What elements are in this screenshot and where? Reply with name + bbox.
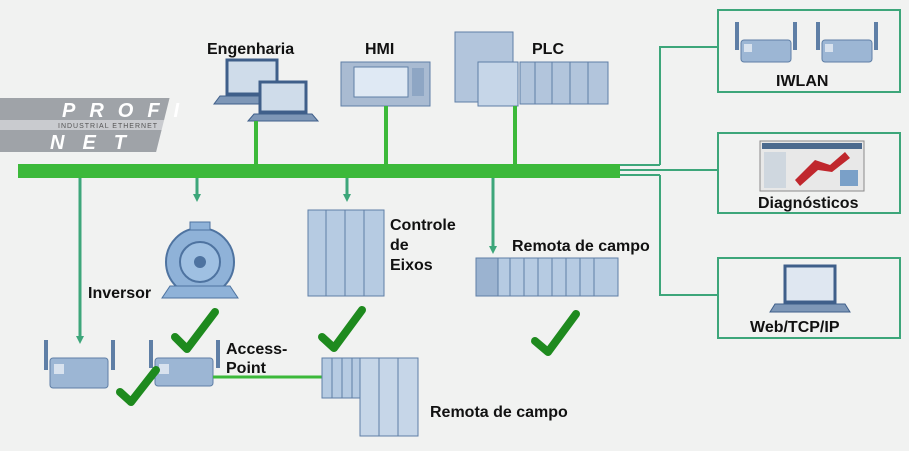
logo-bottom-text: NET — [50, 132, 144, 154]
engineering-laptops — [213, 58, 320, 122]
access-point-label-2: Point — [226, 360, 267, 377]
logo-mid-text: INDUSTRIAL ETHERNET — [58, 123, 158, 130]
logo-top-text: PROFI — [62, 100, 193, 122]
profinet-logo: PROFI INDUSTRIAL ETHERNET NET — [0, 98, 193, 154]
plc-label: PLC — [532, 41, 564, 58]
controle-label-3: Eixos — [390, 257, 433, 274]
hmi-label: HMI — [365, 41, 394, 58]
iwlan-access-point-1 — [735, 22, 797, 63]
diagnostics-screen — [759, 140, 865, 192]
controle-label-2: de — [390, 237, 409, 254]
access-point-label-1: Access- — [226, 341, 287, 358]
hmi-panel — [340, 61, 431, 107]
web-monitor — [769, 264, 851, 313]
bus-drops — [76, 178, 497, 344]
bus-branches-right — [620, 46, 718, 296]
check-icon — [171, 308, 219, 353]
check-icon — [531, 310, 580, 356]
inversor-label: Inversor — [88, 285, 151, 302]
iwlan-label: IWLAN — [776, 73, 828, 90]
check-icon — [318, 306, 366, 352]
web-label: Web/TCP/IP — [750, 319, 840, 336]
check-icon — [116, 366, 160, 406]
remota-campo-upper — [475, 257, 619, 297]
controle-label-1: Controle — [390, 217, 456, 234]
iwlan-access-point-2 — [816, 22, 878, 63]
remota-campo-lower — [321, 357, 419, 437]
remota-campo-label-2: Remota de campo — [430, 404, 568, 421]
access-point-left — [44, 340, 115, 389]
remota-campo-label-1: Remota de campo — [512, 238, 650, 255]
controle-eixos-drives — [307, 209, 385, 297]
plc-rack — [454, 31, 609, 107]
profinet-bus — [18, 164, 620, 178]
diagnosticos-label: Diagnósticos — [758, 195, 859, 212]
engenharia-label: Engenharia — [207, 41, 294, 58]
check-marks — [116, 306, 580, 406]
inversor-motor — [161, 221, 239, 299]
